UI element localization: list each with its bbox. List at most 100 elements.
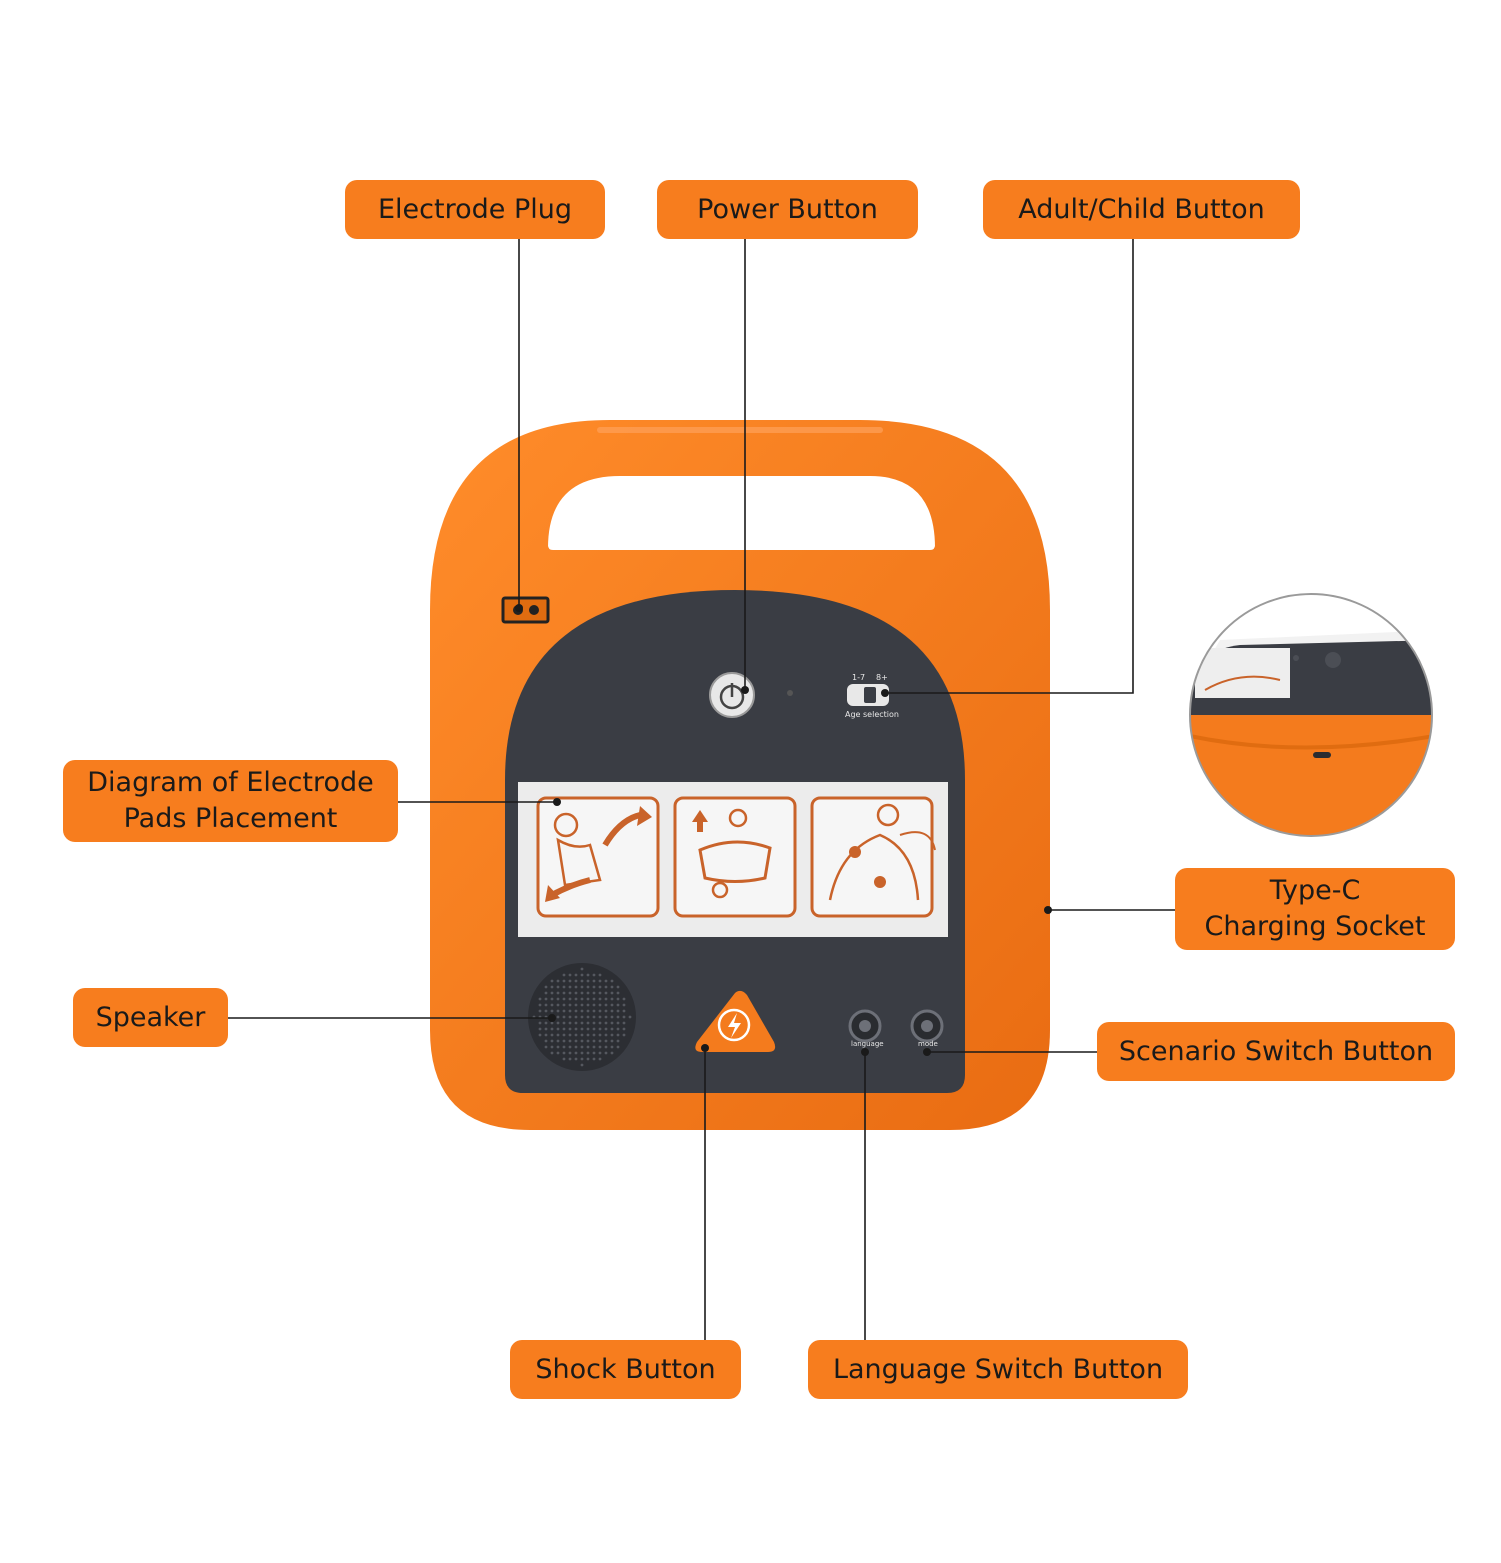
grille-hole: [586, 1009, 590, 1013]
grille-hole: [574, 1057, 578, 1061]
shock-button[interactable]: [695, 990, 776, 1052]
grille-hole: [598, 1045, 602, 1049]
grille-hole: [610, 1003, 614, 1007]
grille-hole: [580, 1063, 584, 1067]
step-3-panel: [810, 796, 936, 918]
grille-hole: [562, 1015, 566, 1019]
step-2-panel: [673, 796, 797, 918]
grille-hole: [616, 1009, 620, 1013]
grille-hole: [574, 1003, 578, 1007]
grille-hole: [556, 1009, 560, 1013]
grille-hole: [574, 1039, 578, 1043]
grille-hole: [568, 985, 572, 989]
grille-hole: [550, 1039, 554, 1043]
grille-hole: [562, 985, 566, 989]
grille-hole: [616, 1015, 620, 1019]
callout-type-c-socket: Type-C Charging Socket: [1175, 868, 1455, 950]
grille-hole: [610, 1051, 614, 1055]
grille-hole: [586, 979, 590, 983]
callout-shock-button: Shock Button: [510, 1340, 741, 1399]
grille-hole: [568, 1021, 572, 1025]
grille-hole: [556, 997, 560, 1001]
callout-electrode-plug-text: Electrode Plug: [378, 193, 572, 225]
grille-hole: [538, 1021, 542, 1025]
language-switch-button[interactable]: language: [848, 1009, 884, 1048]
grille-hole: [622, 1021, 626, 1025]
grille-hole: [568, 1051, 572, 1055]
callout-scenario-switch: Scenario Switch Button: [1097, 1022, 1455, 1081]
age-left-label: 1-7: [852, 673, 865, 682]
grille-hole: [580, 1009, 584, 1013]
grille-hole: [610, 1045, 614, 1049]
grille-hole: [586, 997, 590, 1001]
leader-endpoints: [515, 604, 1052, 1056]
grille-hole: [604, 1033, 608, 1037]
grille-hole: [580, 967, 584, 971]
grille-hole: [574, 1033, 578, 1037]
grille-hole: [544, 1021, 548, 1025]
power-button[interactable]: [709, 672, 793, 718]
grille-hole: [562, 1027, 566, 1031]
grille-hole: [550, 979, 554, 983]
grille-hole: [622, 1033, 626, 1037]
grille-hole: [556, 1051, 560, 1055]
grille-hole: [580, 1021, 584, 1025]
grille-hole: [544, 1039, 548, 1043]
grille-hole: [556, 1021, 560, 1025]
callout-diagram-line2: Pads Placement: [123, 803, 338, 834]
grille-hole: [604, 1051, 608, 1055]
grille-hole: [622, 1009, 626, 1013]
grille-hole: [568, 1033, 572, 1037]
grille-hole: [544, 1045, 548, 1049]
grille-hole: [556, 1015, 560, 1019]
grille-hole: [550, 1027, 554, 1031]
grille-hole: [616, 1027, 620, 1031]
grille-hole: [550, 1033, 554, 1037]
grille-hole: [604, 1021, 608, 1025]
grille-hole: [598, 1027, 602, 1031]
callout-scenario-switch-text: Scenario Switch Button: [1118, 1035, 1434, 1067]
speaker-grille: [528, 963, 636, 1071]
callout-electrode-plug: Electrode Plug: [345, 180, 605, 239]
grille-hole: [616, 997, 620, 1001]
grille-hole: [586, 1057, 590, 1061]
grille-hole: [592, 1039, 596, 1043]
grille-hole: [598, 1033, 602, 1037]
grille-hole: [592, 997, 596, 1001]
grille-hole: [616, 1003, 620, 1007]
grille-hole: [580, 985, 584, 989]
grille-hole: [568, 991, 572, 995]
grille-hole: [604, 991, 608, 995]
scenario-switch-button[interactable]: mode: [910, 1009, 944, 1048]
grille-hole: [574, 973, 578, 977]
grille-hole: [544, 1003, 548, 1007]
grille-hole: [568, 1027, 572, 1031]
language-label: language: [851, 1040, 884, 1048]
grille-hole: [556, 979, 560, 983]
age-selection-switch[interactable]: 1-7 8+ Age selection: [845, 673, 899, 719]
grille-hole: [556, 1039, 560, 1043]
callout-diagram-line1: Diagram of Electrode: [87, 767, 374, 798]
grille-hole: [586, 1051, 590, 1055]
grille-hole: [550, 991, 554, 995]
callout-language-switch: Language Switch Button: [808, 1340, 1188, 1399]
grille-hole: [616, 991, 620, 995]
grille-hole: [544, 1033, 548, 1037]
grille-hole: [604, 1039, 608, 1043]
grille-hole: [592, 1009, 596, 1013]
grille-hole: [562, 973, 566, 977]
grille-hole: [598, 1003, 602, 1007]
grille-hole: [574, 985, 578, 989]
grille-hole: [598, 1015, 602, 1019]
grille-hole: [610, 1021, 614, 1025]
grille-hole: [598, 973, 602, 977]
grille-hole: [592, 1015, 596, 1019]
grille-hole: [586, 1021, 590, 1025]
grille-hole: [556, 985, 560, 989]
grille-hole: [598, 1039, 602, 1043]
callout-language-switch-text: Language Switch Button: [832, 1353, 1164, 1385]
grille-hole: [562, 1039, 566, 1043]
grille-hole: [562, 1009, 566, 1013]
electrode-plug-port[interactable]: [501, 596, 550, 624]
